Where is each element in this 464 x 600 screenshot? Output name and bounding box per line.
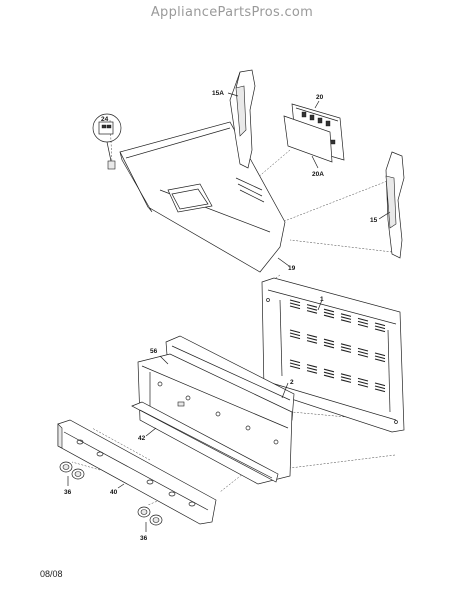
callout-1: 1 [320,296,324,303]
vent-slot [306,337,318,341]
vent-slot [306,364,318,368]
vent-slot [357,377,369,382]
vent-slot [374,352,386,357]
vent-slot [357,353,369,358]
vent-slot [323,341,335,346]
vent-slot [357,350,369,355]
part-36-knobs-right[interactable] [137,506,163,526]
vent-slot [357,347,369,352]
vent-slot [289,302,301,307]
part-56-bracket[interactable] [137,353,293,485]
vent-slot [306,310,318,314]
vent-slot [357,320,369,325]
callout-36-lower: 36 [140,535,148,542]
vent-slot [289,332,301,337]
vent-slot [340,376,352,380]
callout-20: 20 [316,94,324,101]
callout-36-upper: 36 [64,489,72,496]
vent-slot [357,317,369,322]
vent-slot [306,340,318,344]
vent-slot [340,316,352,320]
callout-labels: 24 15A 20 20A 15 19 1 56 2 42 36 40 36 [64,90,378,542]
vent-slot [289,362,301,367]
vent-slot [323,371,335,376]
vent-slot [323,311,335,316]
vent-slot [289,365,301,370]
vent-slot [374,328,386,333]
vent-slot [357,383,369,388]
vent-slot [340,313,352,317]
vent-slot [323,344,335,349]
vent-slot [306,304,318,308]
vent-slot [340,373,352,377]
vent-slot [289,305,301,310]
vent-slot [374,322,386,327]
callout-20A: 20A [312,171,324,178]
vent-slot [374,382,386,387]
vent-slot [340,346,352,350]
callout-42: 42 [138,435,146,442]
part-36-knobs-left[interactable] [59,461,85,480]
callout-2: 2 [290,379,294,386]
vent-slot [374,385,386,390]
part-20A-overlay[interactable] [283,115,333,163]
part-1-rear-panel[interactable] [261,277,405,433]
watermark: AppliancePartsPros.com [150,5,314,20]
callout-19: 19 [288,265,296,272]
vent-slot [289,299,301,304]
vent-slot [323,308,335,313]
vent-slot [340,379,352,383]
vent-slot [323,314,335,319]
callout-15: 15 [370,217,378,224]
part-24-switch[interactable] [92,113,122,170]
vent-slot [289,359,301,364]
part-40-manifold-panel[interactable] [57,419,217,525]
vent-slot [306,334,318,338]
vent-slot [306,307,318,311]
part-15-end-cap[interactable] [385,151,405,259]
vent-slot [374,325,386,330]
vent-slot [374,355,386,360]
vent-slot [357,380,369,385]
vent-slot [374,388,386,393]
vent-slot [340,349,352,353]
vent-slot [306,367,318,371]
diagram-date: 08/08 [40,569,63,579]
callout-24: 24 [101,116,109,123]
vent-slot [340,343,352,347]
vent-slot [374,358,386,363]
callout-40: 40 [110,489,118,496]
vent-slot [357,323,369,328]
leader-lines [67,92,391,532]
part-15A-end-cap[interactable] [229,69,256,169]
part-19-control-panel[interactable] [119,121,286,273]
vent-slot [323,368,335,373]
callout-56: 56 [150,348,158,355]
callout-15A: 15A [212,90,224,97]
vent-slot [323,374,335,379]
vent-slot [306,370,318,374]
vent-slot [340,319,352,323]
vent-slot [323,338,335,343]
part-42-trim-strip[interactable] [131,401,279,483]
vent-slot [289,329,301,334]
rear-panel-vents [289,299,386,393]
vent-slot [289,335,301,340]
